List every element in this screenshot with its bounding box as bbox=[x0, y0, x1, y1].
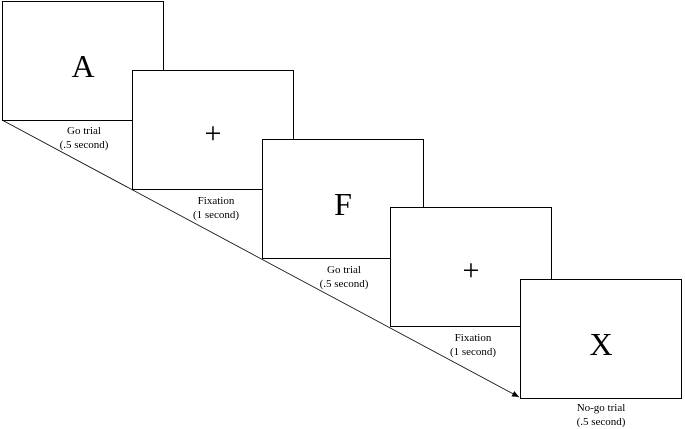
trial-label: Fixation bbox=[197, 195, 235, 207]
caption-trial-4: Fixation (1 second) bbox=[418, 331, 528, 359]
trial-duration: (.5 second) bbox=[319, 278, 369, 290]
stimulus-letter: X bbox=[589, 326, 613, 362]
stimulus-letter: F bbox=[334, 186, 352, 222]
trial-duration: (1 second) bbox=[192, 209, 240, 221]
time-arrow bbox=[1, 119, 520, 398]
fixation-cross: + bbox=[204, 117, 222, 150]
caption-trial-5: No-go trial (.5 second) bbox=[546, 401, 656, 429]
fixation-cross: + bbox=[462, 254, 480, 287]
caption-trial-2: Fixation (1 second) bbox=[161, 194, 271, 222]
caption-trial-3: Go trial (.5 second) bbox=[289, 263, 399, 291]
trial-label: Fixation bbox=[454, 332, 492, 344]
caption-trial-1: Go trial (.5 second) bbox=[29, 124, 139, 152]
stimulus-letter: A bbox=[71, 48, 95, 84]
trial-duration: (.5 second) bbox=[576, 416, 626, 428]
trial-duration: (1 second) bbox=[449, 346, 497, 358]
trial-duration: (.5 second) bbox=[59, 139, 109, 151]
trial-label: Go trial bbox=[327, 264, 361, 276]
trial-label: Go trial bbox=[67, 125, 101, 137]
trial-label: No-go trial bbox=[576, 402, 626, 414]
screen-no-go-trial-x: X bbox=[520, 279, 682, 399]
